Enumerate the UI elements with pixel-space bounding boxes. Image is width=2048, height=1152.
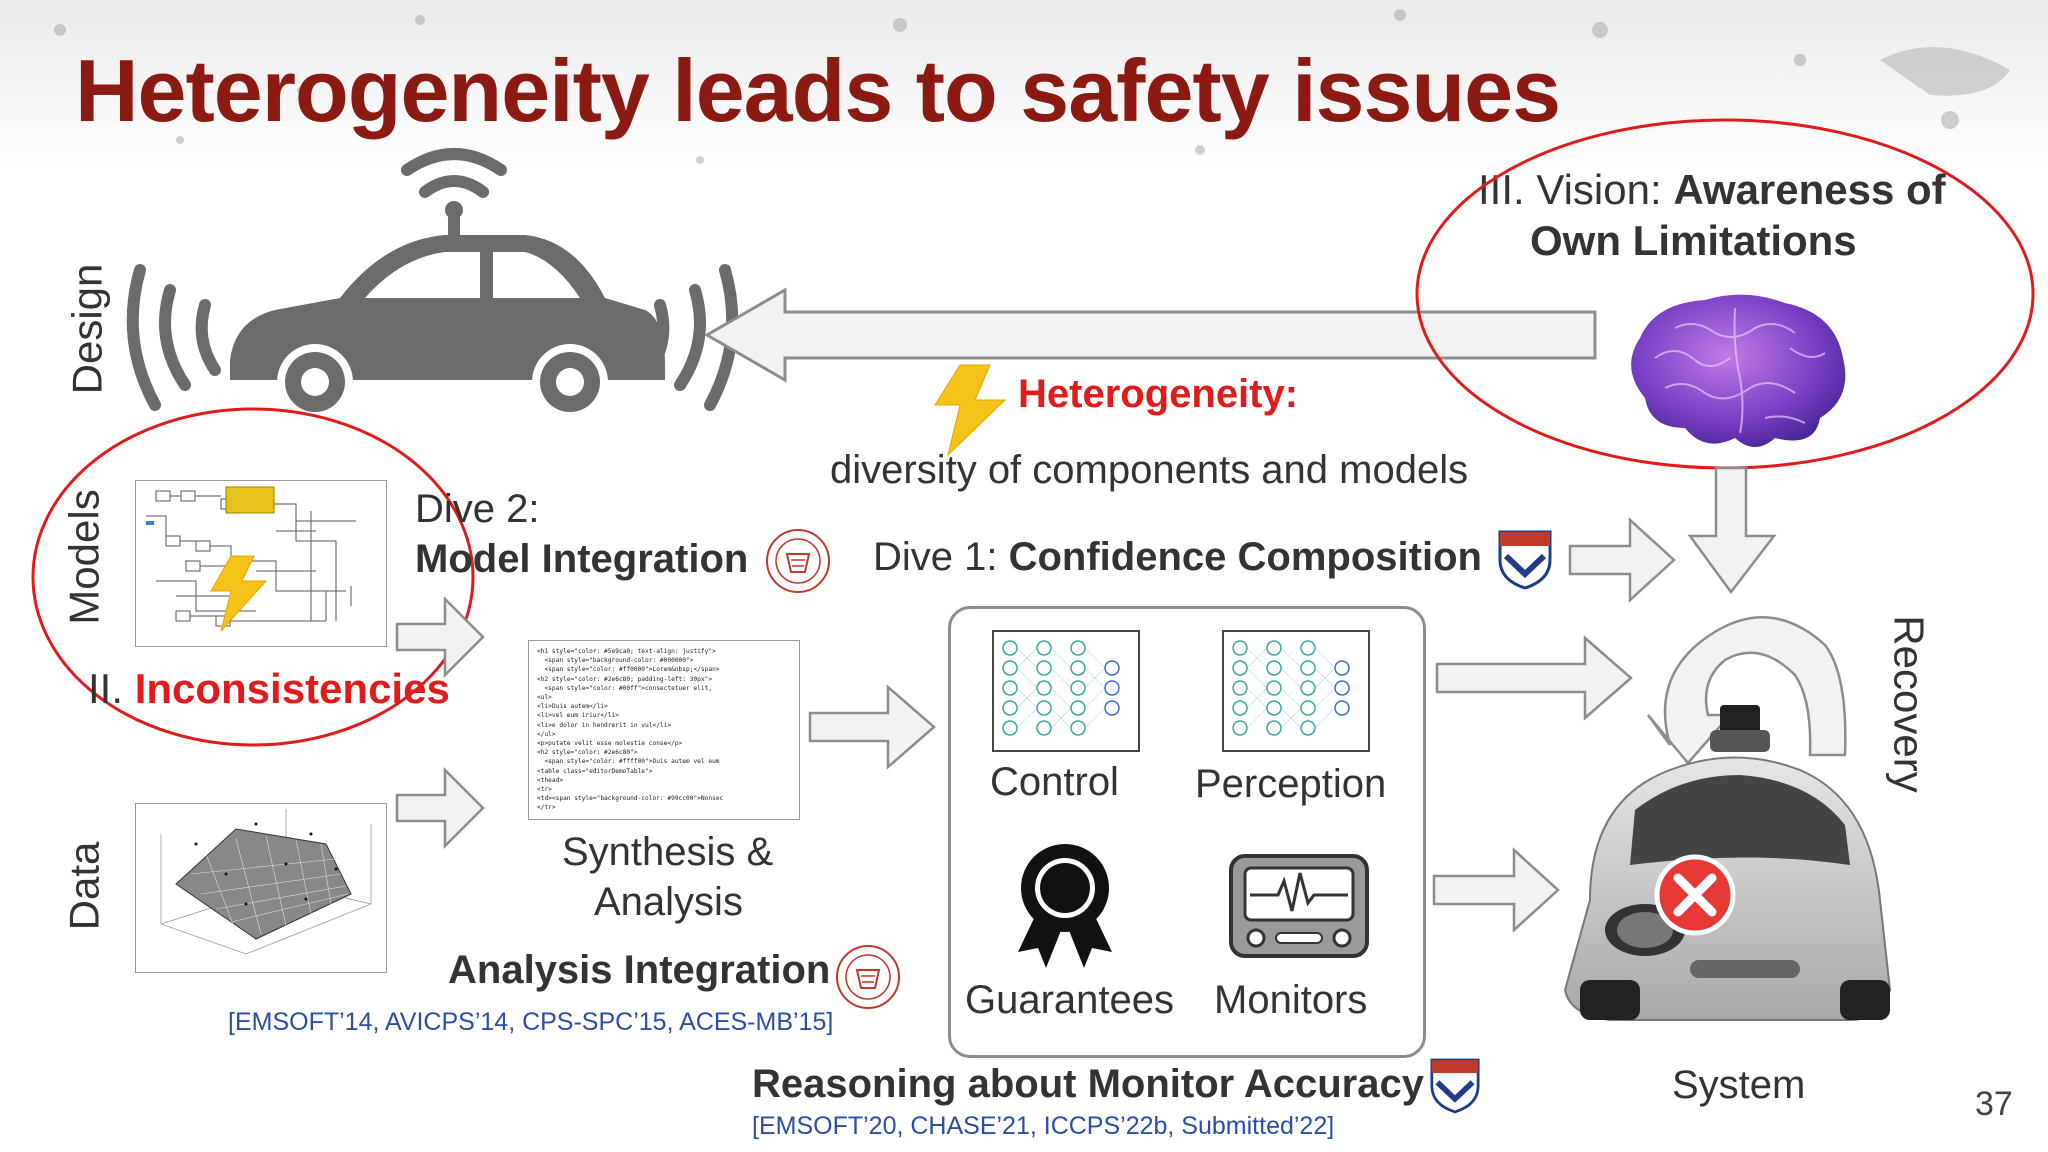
penn-shield-icon: [1498, 530, 1552, 590]
code-line: <h2 style="color: #2e6c80">: [537, 749, 638, 757]
code-line: <h2 style="color: #2e6c80; padding-left:…: [537, 675, 713, 683]
connected-car-icon: [126, 148, 739, 420]
row-label-data: Data: [60, 841, 108, 931]
code-snippet-panel: <h1 style="color: #5e9ca0; text-align: j…: [528, 640, 800, 820]
inconsistencies-highlight-ellipse: [31, 407, 475, 747]
award-ribbon-icon: [1018, 844, 1112, 968]
reasoning-label: Reasoning about Monitor Accuracy: [752, 1062, 1424, 1106]
perception-nn-icon: [1222, 630, 1370, 752]
vision-line2: Own Limitations: [1530, 217, 1857, 264]
vision-bold-line1: Awareness of: [1673, 166, 1946, 213]
arrow-data-to-synthesis: [395, 766, 485, 850]
heterogeneity-description: diversity of components and models: [830, 448, 1469, 492]
lightning-bolt-icon: [934, 364, 1007, 457]
vision-prefix: III. Vision:: [1478, 166, 1674, 213]
dive1-prefix: Dive 1:: [873, 535, 1009, 579]
vision-highlight-ellipse: [1415, 118, 2035, 470]
control-nn-icon: [992, 630, 1140, 752]
surface-plot: [160, 809, 372, 955]
perception-label: Perception: [1195, 762, 1387, 806]
penn-shield-icon-2: [1430, 1058, 1480, 1114]
dive2-label: Model Integration: [415, 537, 749, 581]
control-label: Control: [990, 760, 1119, 804]
inconsistencies-prefix: II.: [88, 665, 135, 712]
code-line: <ul>: [537, 694, 552, 702]
cmu-seal-icon-2: [836, 945, 900, 1009]
brain-icon: [1631, 294, 1846, 447]
data-plot-panel: [135, 803, 387, 973]
slide-title: Heterogeneity leads to safety issues: [75, 41, 1561, 140]
code-line: <li>e dolor in hendrerit in vul</li>: [537, 721, 672, 729]
monitor-icon: [1229, 854, 1369, 958]
feedback-arrow: [703, 287, 1597, 383]
autonomous-car-image: [1563, 705, 1892, 1021]
code-line: <p>putate velit esse molestie conse</p>: [537, 740, 683, 748]
arrow-dive1-to-system: [1568, 517, 1676, 603]
monitors-label: Monitors: [1214, 978, 1368, 1022]
analysis-integration-label: Analysis Integration: [448, 948, 831, 992]
dive1-label: Dive 1: Confidence Composition: [873, 535, 1482, 580]
row-label-design: Design: [63, 263, 111, 395]
cmu-seal-icon: [766, 529, 830, 593]
arrow-components-to-system-2: [1432, 847, 1560, 933]
system-label: System: [1672, 1063, 1806, 1107]
code-line: <span style="color: #ffff00">Duis autem …: [537, 758, 720, 766]
arrow-components-to-system-1: [1435, 635, 1633, 721]
code-line: <span style="color: #00ff">consectetuer …: [537, 684, 713, 692]
analysis-citation: [EMSOFT’14, AVICPS’14, CPS-SPC’15, ACES-…: [228, 1008, 834, 1036]
model-diagram-panel: [135, 480, 387, 647]
header-texture: [0, 0, 2048, 170]
dive1-text: Confidence Composition: [1008, 535, 1482, 579]
arrow-models-to-synthesis: [395, 595, 485, 679]
vision-line1: III. Vision: Awareness of: [1478, 166, 1946, 214]
guarantees-label: Guarantees: [965, 978, 1175, 1022]
code-line: <h1 style="color: #5e9ca0; text-align: j…: [537, 648, 716, 655]
model-block-diagram: [146, 486, 356, 632]
heterogeneity-heading: Heterogeneity:: [1018, 372, 1299, 416]
recovery-curved-arrow: [1646, 616, 1847, 765]
arrow-vision-down: [1687, 466, 1777, 595]
code-line: <thead>: [537, 776, 564, 784]
code-line: <span style="background-color: #000000">: [537, 657, 694, 665]
code-lines: <h1 style="color: #5e9ca0; text-align: j…: [529, 641, 799, 819]
synthesis-line1: Synthesis &: [562, 830, 774, 874]
code-line: </tr>: [537, 804, 556, 812]
arrow-synthesis-to-components: [808, 684, 936, 770]
code-line: <span style="color: #ff0000">Lorem&nbsp;…: [537, 666, 720, 674]
code-line: <tr>: [537, 786, 552, 794]
code-line: <li>Duis autem</li>: [537, 703, 608, 711]
reasoning-citation: [EMSOFT’20, CHASE’21, ICCPS’22b, Submitt…: [752, 1112, 1335, 1140]
inconsistencies-text: Inconsistencies: [134, 665, 450, 712]
page-number: 37: [1975, 1085, 2013, 1123]
code-line: <table class="editorDemoTable">: [537, 767, 653, 775]
code-line: </ul>: [537, 730, 556, 738]
code-line: <td><span style="background-color: #99cc…: [537, 795, 724, 803]
code-line: <li>vel eum iriur</li>: [537, 712, 619, 720]
inconsistencies-label: II. Inconsistencies: [88, 665, 450, 713]
synthesis-line2: Analysis: [594, 880, 743, 924]
dive2-title: Dive 2:: [415, 487, 540, 531]
